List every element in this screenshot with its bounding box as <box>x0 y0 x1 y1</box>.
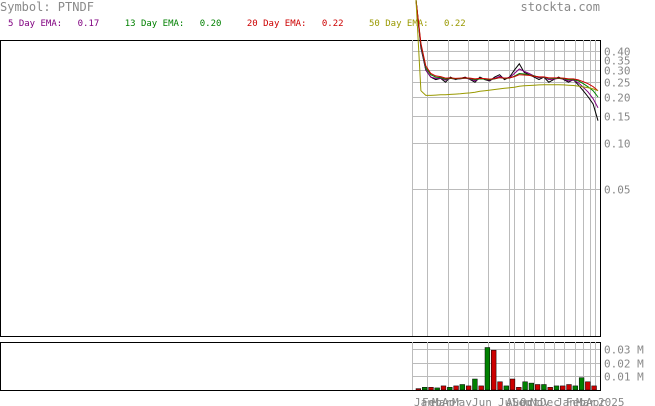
volume-bar <box>566 384 572 391</box>
volume-bar <box>484 347 491 391</box>
ema-legend: 5 Day EMA: 0.17 13 Day EMA: 0.20 20 Day … <box>8 19 486 29</box>
price-panel-frame <box>0 40 601 337</box>
price-tick-label: 0.10 <box>604 138 631 151</box>
x-tick-label: Feb <box>566 396 586 406</box>
volume-bar <box>491 349 497 391</box>
volume-bar <box>591 385 597 391</box>
x-tick-label: Feb <box>422 396 442 406</box>
x-tick-label: Jun <box>472 396 492 406</box>
x-tick-label: Jan <box>556 396 576 406</box>
volume-bar <box>572 385 578 391</box>
x-tick-label: Aug <box>506 396 526 406</box>
price-grid <box>0 40 601 337</box>
x-tick-label: Oct <box>520 396 540 406</box>
series-ema5-line <box>415 0 599 109</box>
price-tick-labels: 0.400.350.300.25 0.20 0.15 0.10 0.05 <box>604 46 631 197</box>
price-lines <box>415 0 599 121</box>
price-tick-label: 0.30 <box>604 65 631 78</box>
x-tick-label: Apr <box>586 396 606 406</box>
x-tick-label: Apr <box>442 396 462 406</box>
price-tick-label: 0.40 <box>604 46 631 59</box>
volume-bar <box>547 387 553 391</box>
volume-bar <box>541 384 547 391</box>
volume-bar <box>509 378 516 391</box>
volume-bars <box>415 347 597 391</box>
volume-bar <box>440 385 447 391</box>
volume-bar <box>578 377 585 391</box>
volume-tick-label: 0.01 M <box>604 371 644 384</box>
volume-bar <box>447 387 453 391</box>
volume-bar <box>428 387 434 391</box>
x-tick-label: Mar <box>432 396 452 406</box>
volume-bar <box>415 388 422 391</box>
x-tick-label: Nov <box>530 396 550 406</box>
price-tick-label: 0.05 <box>604 184 631 197</box>
volume-bar <box>516 387 522 391</box>
x-tick-label: Jan <box>414 396 434 406</box>
volume-tick-labels: 0.03 M0.02 M0.01 M <box>604 344 644 384</box>
volume-bar <box>434 387 440 391</box>
series-ema20-line <box>415 0 599 92</box>
legend-ema20: 20 Day EMA: 0.22 <box>246 19 344 29</box>
volume-bar <box>534 384 541 391</box>
symbol-label: Symbol: PTNDF <box>0 0 94 14</box>
volume-tick-label: 0.03 M <box>604 344 644 357</box>
price-tick-label: 0.35 <box>604 55 631 68</box>
x-tick-label: 2025 <box>598 396 625 406</box>
price-tick-label: 0.25 <box>604 77 631 90</box>
x-tick-label: Dec <box>540 396 560 406</box>
series-ema50-line <box>415 0 599 96</box>
x-tick-label: Mar <box>576 396 596 406</box>
volume-bar <box>503 385 509 391</box>
volume-panel-frame <box>0 342 601 391</box>
legend-ema50: 50 Day EMA: 0.22 <box>369 19 466 29</box>
volume-bar <box>560 385 566 391</box>
site-label: stockta.com <box>520 0 600 14</box>
volume-bar <box>528 382 535 391</box>
x-tick-label: Sep <box>512 396 532 406</box>
volume-bar <box>478 385 484 391</box>
volume-bar <box>453 385 459 391</box>
volume-bar <box>422 387 428 391</box>
volume-bar <box>459 384 465 391</box>
volume-bar <box>465 385 472 391</box>
volume-tick-label: 0.02 M <box>604 358 644 371</box>
volume-bar <box>522 381 528 391</box>
x-tick-label: May <box>452 396 472 406</box>
legend-ema13: 13 Day EMA: 0.20 <box>124 19 222 29</box>
volume-bar <box>553 385 560 391</box>
price-tick-label: 0.15 <box>604 111 631 124</box>
volume-bar <box>472 378 478 391</box>
legend-ema5: 5 Day EMA: 0.17 <box>8 19 100 29</box>
volume-grid <box>0 342 601 391</box>
price-tick-label: 0.20 <box>604 92 631 105</box>
x-tick-label: Jul <box>498 396 518 406</box>
volume-bar <box>497 381 503 391</box>
volume-bar <box>585 381 591 391</box>
